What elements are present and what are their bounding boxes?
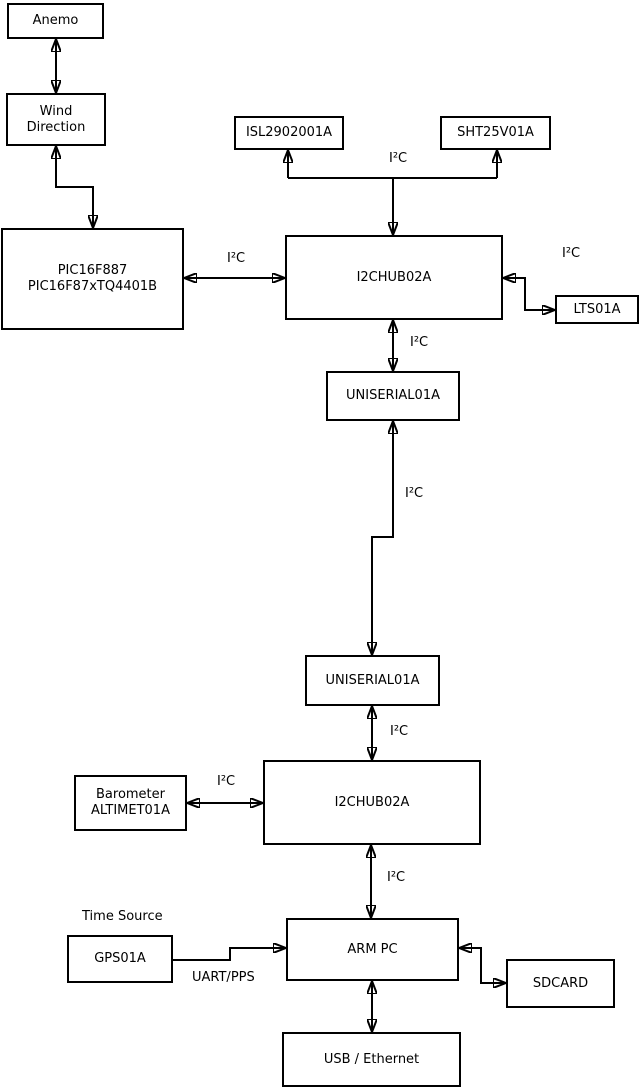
label-i2c-hub-uniserial1: I²C bbox=[410, 335, 429, 350]
node-usb-ethernet: USB / Ethernet bbox=[282, 1032, 461, 1087]
node-lts-label: LTS01A bbox=[573, 301, 621, 317]
edge-gps-armpc bbox=[173, 948, 286, 961]
node-i2chub-bottom-label: I2CHUB02A bbox=[334, 794, 410, 810]
edge-armpc-sdcard bbox=[459, 948, 506, 983]
node-isl: ISL2902001A bbox=[234, 116, 344, 150]
node-gps: GPS01A bbox=[67, 935, 173, 983]
node-uniserial-bottom-label: UNISERIAL01A bbox=[325, 672, 420, 688]
label-time-source: Time Source bbox=[82, 909, 163, 924]
node-anemo-label: Anemo bbox=[32, 13, 79, 28]
node-uniserial-top: UNISERIAL01A bbox=[326, 371, 460, 421]
label-i2c-uniserial2-hub2: I²C bbox=[390, 724, 409, 739]
node-wind-direction-label: Wind bbox=[39, 103, 73, 119]
node-wind-direction-label: Direction bbox=[26, 119, 86, 135]
node-pic-label: PIC16F887 bbox=[57, 263, 128, 278]
node-i2chub-bottom: I2CHUB02A bbox=[263, 760, 481, 845]
node-lts: LTS01A bbox=[555, 295, 639, 324]
node-uniserial-top-label: UNISERIAL01A bbox=[346, 388, 440, 403]
node-barometer-label: ALTIMET01A bbox=[91, 803, 170, 818]
label-i2c-pic-hub: I²C bbox=[227, 251, 246, 266]
node-pic-label: PIC16F87xTQ4401B bbox=[27, 279, 158, 294]
label-i2c-sensor-bus: I²C bbox=[389, 151, 408, 166]
label-i2c-long-link: I²C bbox=[405, 486, 424, 501]
node-barometer-label: Barometer bbox=[96, 787, 165, 802]
node-sht: SHT25V01A bbox=[440, 116, 551, 150]
node-isl-label: ISL2902001A bbox=[245, 125, 333, 140]
node-sht-label: SHT25V01A bbox=[457, 125, 534, 140]
node-i2chub-top: I2CHUB02A bbox=[285, 235, 503, 320]
label-i2c-barometer-hub2: I²C bbox=[217, 774, 236, 789]
label-i2c-hub-lts: I²C bbox=[562, 246, 581, 261]
node-arm-pc-label: ARM PC bbox=[347, 941, 398, 957]
node-uniserial-bottom: UNISERIAL01A bbox=[305, 655, 440, 706]
node-gps-label: GPS01A bbox=[94, 951, 146, 966]
edge-wind-pic bbox=[56, 146, 93, 228]
label-i2c-hub2-armpc: I²C bbox=[387, 870, 406, 885]
node-usb-ethernet-label: USB / Ethernet bbox=[323, 1051, 420, 1067]
edge-uniserial1-uniserial2 bbox=[372, 421, 393, 655]
edge-i2chub-top-lts bbox=[503, 278, 555, 310]
node-sdcard-label: SDCARD bbox=[532, 975, 589, 991]
node-arm-pc: ARM PC bbox=[286, 918, 459, 981]
node-sdcard: SDCARD bbox=[506, 959, 615, 1008]
node-anemo: Anemo bbox=[7, 3, 104, 39]
node-i2chub-top-label: I2CHUB02A bbox=[356, 269, 432, 285]
label-uart-pps: UART/PPS bbox=[192, 970, 255, 985]
